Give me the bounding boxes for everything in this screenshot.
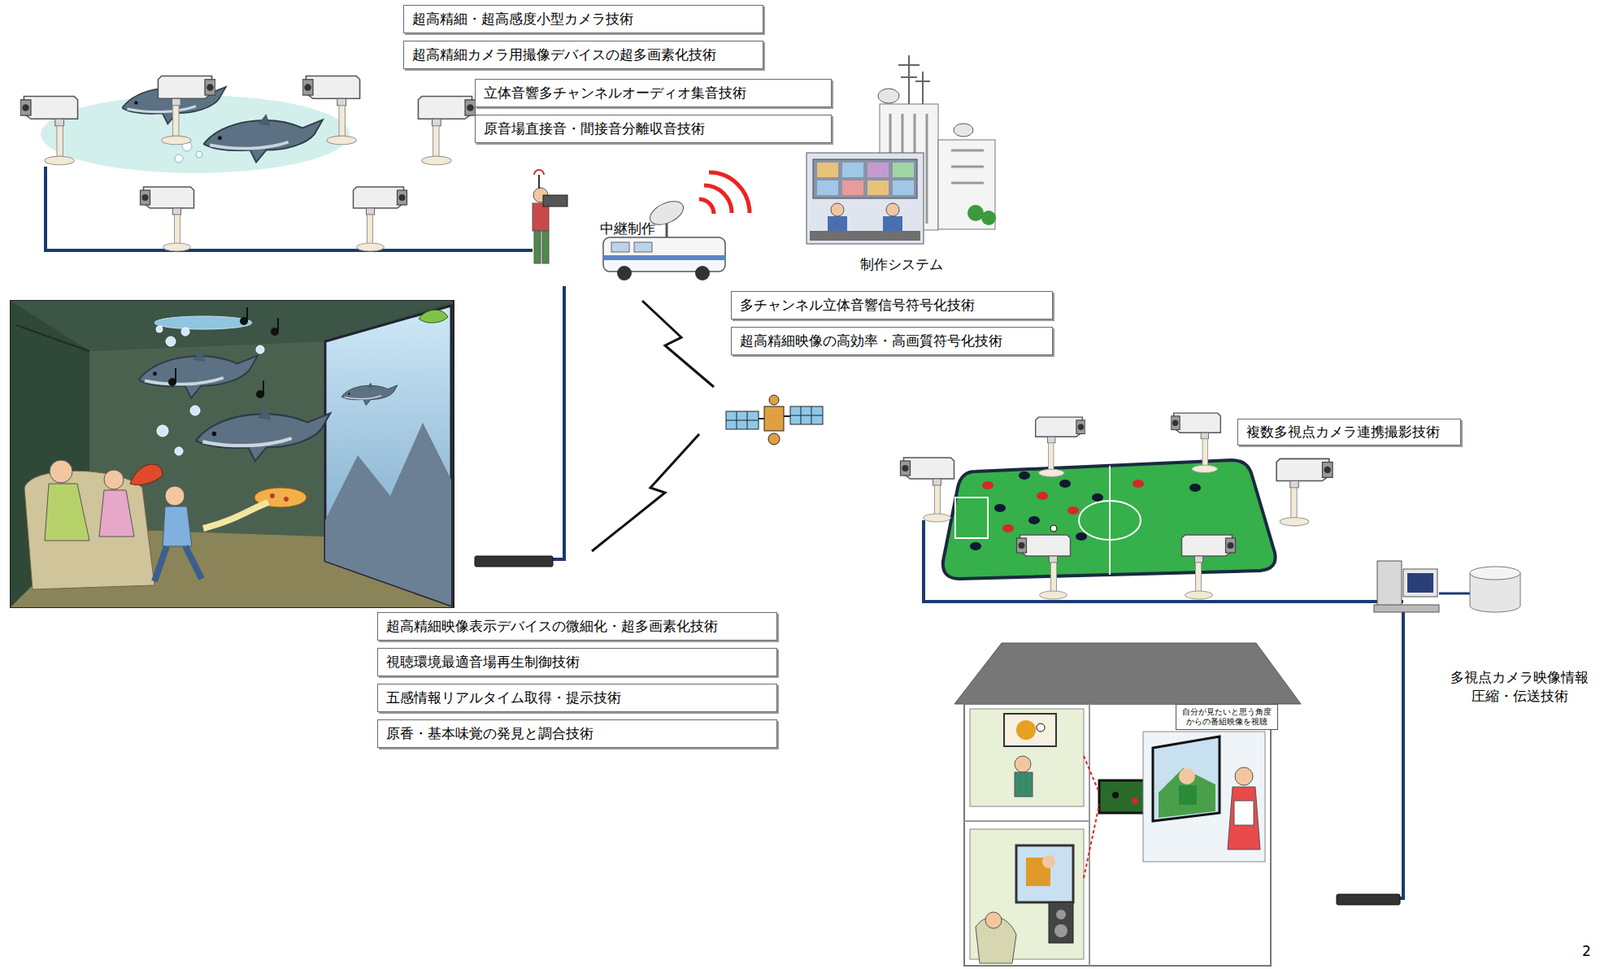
technology-box: 多チャンネル立体音響信号符号化技術 — [730, 291, 1053, 320]
technology-name: 複数多視点カメラ連携撮影技術 — [1238, 422, 1448, 442]
technology-name: 超高精細カメラ用撮像デバイスの超多画素化技術 — [404, 45, 725, 65]
technology-name: 視聴環境最適音場再生制御技術 — [378, 652, 588, 672]
technology-name: 多チャンネル立体音響信号符号化技術 — [731, 295, 983, 315]
page-number: 2 — [1582, 943, 1592, 960]
technology-name: 超高精細映像表示デバイスの微細化・超多画素化技術 — [378, 617, 727, 636]
technology-name: 五感情報リアルタイム取得・提示技術 — [378, 688, 630, 708]
technology-box: 原音場直接音・間接音分離収音技術 — [474, 114, 832, 144]
technology-name: 原香・基本味覚の発見と調合技術 — [378, 724, 602, 744]
technology-box: 視聴環境最適音場再生制御技術 — [377, 647, 778, 677]
set-top-box — [474, 556, 553, 567]
technology-box: 超高精細カメラ用撮像デバイスの超多画素化技術 — [403, 40, 764, 70]
technology-box: 複数多視点カメラ連携撮影技術 — [1237, 418, 1461, 446]
server — [1336, 560, 1521, 905]
technology-box: 超高精細映像の高効率・高画質符号化技術 — [730, 326, 1053, 356]
technology-box: 超高精細映像表示デバイスの微細化・超多画素化技術 — [377, 612, 778, 641]
living-room — [10, 300, 454, 608]
caption-label: 制作システム — [860, 255, 944, 274]
technology-name: 超高精細・超高感度小型カメラ技術 — [404, 9, 642, 29]
note-box: 自分が見たいと思う角度 からの番組映像を視聴 — [1175, 704, 1279, 731]
technology-box: 立体音響多チャンネルオーディオ集音技術 — [474, 78, 832, 108]
caption-label: 中継制作 — [600, 219, 656, 239]
capture-scene — [20, 76, 533, 252]
technology-label: 多視点カメラ映像情報 圧縮・伝送技術 — [1445, 668, 1594, 706]
note-text: 自分が見たいと思う角度 からの番組映像を視聴 — [1176, 705, 1278, 730]
technology-name: 立体音響多チャンネルオーディオ集音技術 — [475, 83, 755, 103]
technology-box: 超高精細・超高感度小型カメラ技術 — [403, 4, 764, 34]
technology-box: 原香・基本味覚の発見と調合技術 — [377, 719, 778, 748]
technology-box: 五感情報リアルタイム取得・提示技術 — [377, 683, 778, 713]
technology-name: 超高精細映像の高効率・高画質符号化技術 — [731, 331, 1011, 351]
house — [954, 643, 1301, 966]
cameraman — [532, 169, 568, 560]
broadcast-station — [806, 55, 996, 244]
technology-name: 原音場直接音・間接音分離収音技術 — [475, 119, 714, 139]
